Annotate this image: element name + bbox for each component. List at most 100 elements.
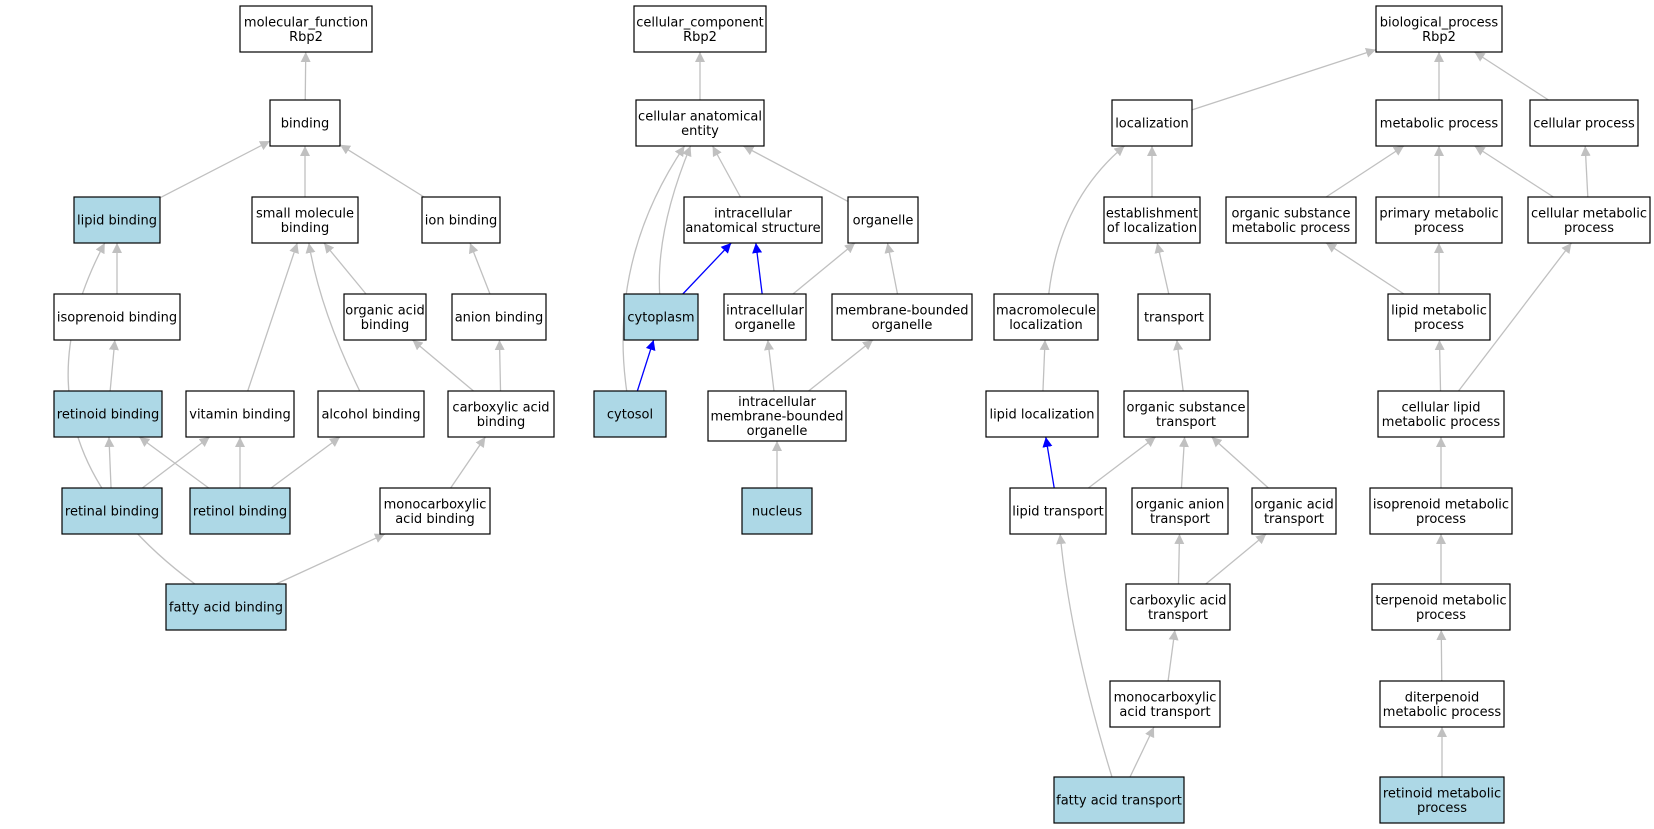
node-label: binding: [361, 318, 409, 333]
node-label: cellular metabolic: [1531, 206, 1647, 221]
node-cytosol[interactable]: cytosol: [593, 390, 667, 438]
node-localization[interactable]: localization: [1111, 99, 1193, 147]
node-box: [723, 293, 807, 341]
edge-cytosol-to-cytoplasm: [636, 339, 656, 392]
node-label: process: [1414, 318, 1464, 333]
edge-organic-acid-binding-to-small-molecule-binding: [323, 242, 367, 295]
node-label: organelle: [747, 424, 808, 439]
node-box: [1053, 776, 1185, 824]
node-label: small molecule: [256, 206, 354, 221]
node-label: cellular anatomical: [638, 109, 762, 124]
node-label: Rbp2: [289, 30, 323, 45]
node-metabolic-process[interactable]: metabolic process: [1375, 99, 1503, 147]
node-label: organelle: [872, 318, 933, 333]
edge-lipid-transport-to-organic-substance-transport: [1087, 436, 1157, 489]
node-label: metabolic process: [1382, 415, 1501, 430]
node-label: retinoid metabolic: [1383, 786, 1501, 801]
edge-diterpenoid-metabolic-process-to-terpenoid-metabolic-process: [1436, 629, 1447, 682]
edge-intracellular-anatomical-structure-to-cellular-anatomical-entity: [711, 145, 742, 198]
node-label: fatty acid binding: [169, 601, 283, 616]
node-retinoid-binding[interactable]: retinoid binding: [53, 390, 163, 438]
edge-fatty-acid-binding-to-monocarboxylic-acid-binding: [275, 533, 386, 585]
edge-ion-binding-to-binding: [339, 144, 425, 198]
node-lipid-transport[interactable]: lipid transport: [1009, 487, 1107, 535]
node-transport[interactable]: transport: [1137, 293, 1211, 341]
node-box: [317, 390, 425, 438]
node-label: establishment: [1106, 206, 1198, 221]
node-label: transport: [1144, 311, 1204, 326]
node-box: [1103, 196, 1201, 244]
node-box: [379, 487, 491, 535]
node-retinol-binding[interactable]: retinol binding: [189, 487, 291, 535]
node-label: carboxylic acid: [1129, 593, 1226, 608]
edge-layer: [67, 47, 1591, 778]
node-box: [633, 5, 767, 53]
node-lipid-localization[interactable]: lipid localization: [985, 390, 1099, 438]
node-nucleus[interactable]: nucleus: [741, 487, 813, 535]
node-box: [1009, 487, 1107, 535]
node-isoprenoid-binding[interactable]: isoprenoid binding: [53, 293, 181, 341]
node-alcohol-binding[interactable]: alcohol binding: [317, 390, 425, 438]
node-vitamin-binding[interactable]: vitamin binding: [185, 390, 295, 438]
node-box: [269, 99, 341, 147]
edge-lipid-binding-to-binding: [159, 140, 271, 199]
node-label: metabolic process: [1380, 117, 1499, 132]
edge-lipid-localization-to-macromolecule-localization: [1039, 339, 1050, 392]
node-box: [189, 487, 291, 535]
node-cellular-process[interactable]: cellular process: [1529, 99, 1639, 147]
node-box: [1529, 99, 1639, 147]
node-box: [1131, 487, 1229, 535]
node-label: molecular_function: [244, 15, 368, 30]
node-ion-binding[interactable]: ion binding: [421, 196, 501, 244]
edge-organelle-to-cellular-anatomical-entity: [743, 145, 849, 203]
node-box: [1375, 5, 1503, 53]
edge-macromolecule-localization-to-localization: [1048, 145, 1125, 295]
node-label: binding: [281, 221, 329, 236]
node-fatty-acid-binding[interactable]: fatty acid binding: [165, 583, 287, 631]
node-fatty-acid-transport[interactable]: fatty acid transport: [1053, 776, 1185, 824]
node-anion-binding[interactable]: anion binding: [451, 293, 547, 341]
node-lipid-binding[interactable]: lipid binding: [73, 196, 161, 244]
node-label: nucleus: [752, 505, 802, 520]
node-binding[interactable]: binding: [269, 99, 341, 147]
edge-transport-to-establishment-of-localization: [1154, 242, 1170, 295]
node-label: vitamin binding: [189, 408, 290, 423]
node-retinal-binding[interactable]: retinal binding: [61, 487, 163, 535]
node-cytoplasm[interactable]: cytoplasm: [623, 293, 699, 341]
node-box: [165, 583, 287, 631]
node-label: cytoplasm: [627, 311, 694, 326]
node-box: [1387, 293, 1491, 341]
edge-cellular-process-to-bp-root: [1474, 51, 1549, 101]
node-label: terpenoid metabolic: [1375, 593, 1506, 608]
node-box: [741, 487, 813, 535]
node-organelle[interactable]: organelle: [847, 196, 919, 244]
